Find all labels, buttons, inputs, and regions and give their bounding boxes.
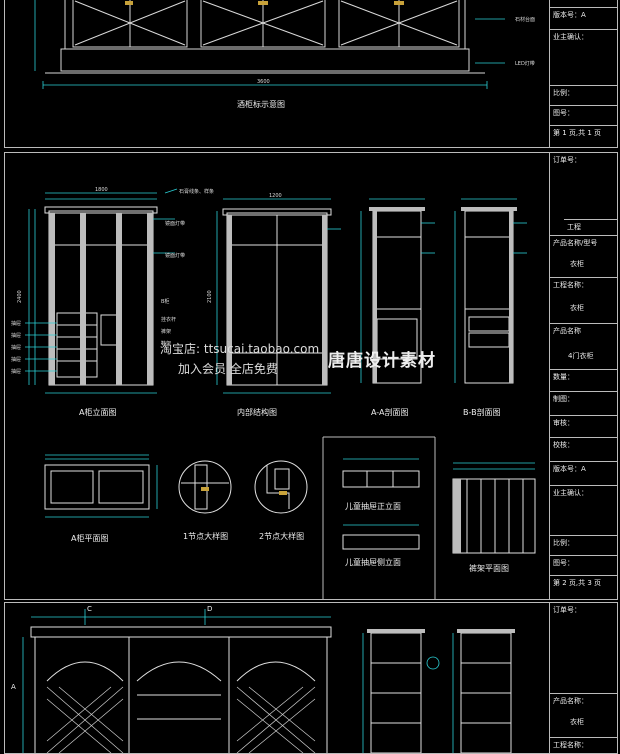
watermark-brand: 唐唐设计素材 <box>328 351 436 371</box>
drawing-sheet-2: 1800 2400 石膏线条、样条 镜面灯带 镜面灯带 抽屉 抽屉 抽屉 抽屉 … <box>4 152 618 600</box>
tb-drawing-no: 图号： <box>550 105 618 123</box>
tb-owner-confirm: 业主确认： <box>550 29 618 83</box>
svg-text:挂衣杆: 挂衣杆 <box>161 316 176 323</box>
tb-product-name-value: 衣柜 <box>570 718 584 726</box>
tb-page: 第 1 页,共 1 页 <box>550 125 618 147</box>
view-label-wine-cabinet: 酒柜标示意图 <box>237 100 285 109</box>
view-label-rack-plan: 裤架平面图 <box>469 564 509 573</box>
view-label-drawer-side: 儿童抽屉侧立面 <box>345 558 401 567</box>
tb-order-no: 订单号： <box>553 156 581 164</box>
svg-text:石材台面: 石材台面 <box>515 16 535 23</box>
dim-w2: 1200 <box>269 193 282 199</box>
svg-text:石膏线条、样条: 石膏线条、样条 <box>179 188 214 195</box>
tb-product-name-label: 产品名称/型号 <box>550 235 618 247</box>
section-mark-c: C <box>87 605 92 613</box>
title-block-sheet-1: 版本号：A 业主确认： 比例： 图号： 第 1 页,共 1 页 <box>549 0 618 147</box>
svg-text:B柜: B柜 <box>161 298 169 305</box>
svg-text:镜面灯带: 镜面灯带 <box>165 252 185 259</box>
side-mark-a: A <box>11 683 16 691</box>
dim-h1: 2400 <box>17 290 23 303</box>
svg-text:抽屉: 抽屉 <box>11 356 21 363</box>
section-mark-d: D <box>207 605 213 613</box>
view-label-section-b: B-B剖面图 <box>463 408 501 417</box>
view-label-plan: A柜平面图 <box>71 534 109 543</box>
tb-product-name2-value: 4门衣柜 <box>568 352 594 360</box>
tb-version: 版本号：A <box>550 461 618 485</box>
tb-page: 第 2 页,共 3 页 <box>550 575 618 599</box>
tb-owner-confirm: 业主确认： <box>550 485 618 535</box>
tb-order-no: 订单号： <box>553 606 581 614</box>
title-block-sheet-3: 订单号： 产品名称： 衣柜 工程名称： <box>549 603 618 753</box>
watermark-promo: 加入会员 全店免费 <box>178 362 278 376</box>
tb-project: 工程 <box>564 219 618 235</box>
tb-scale: 比例： <box>550 535 618 555</box>
tb-product-name-value: 衣柜 <box>570 260 584 268</box>
wardrobe-detail-drawings: 1800 2400 石膏线条、样条 镜面灯带 镜面灯带 抽屉 抽屉 抽屉 抽屉 … <box>11 187 536 599</box>
svg-text:鞋架: 鞋架 <box>161 340 171 347</box>
tb-checked: 校核： <box>550 437 618 461</box>
title-block-sheet-2: 订单号： 工程 产品名称/型号 衣柜 工程名称： 衣柜 产品名称 4门衣柜 数量… <box>549 153 618 599</box>
view-label-drawer-front: 儿童抽屉正立面 <box>345 502 401 511</box>
dim-h2: 2100 <box>207 290 213 303</box>
svg-text:抽屉: 抽屉 <box>11 332 21 339</box>
dim-top: 3600 <box>257 79 270 85</box>
wine-cabinet-elevation-drawing: 石材台面 LED灯带 3600 <box>34 0 535 89</box>
svg-text:LED灯带: LED灯带 <box>515 60 535 67</box>
tb-reviewed: 审核： <box>550 415 618 437</box>
view-label-node2: 2节点大样图 <box>259 532 305 541</box>
drawing-sheet-1: 石材台面 LED灯带 3600 酒柜标示意图 版本号：A 业主确认： 比例： 图… <box>4 0 618 148</box>
wine-cabinet-front-drawing <box>22 609 515 753</box>
view-label-inner: 内部结构图 <box>237 408 277 417</box>
drawing-sheet-3: C D A 订单号： 产品名称： 衣柜 工程名称： <box>4 602 618 754</box>
svg-text:裤架: 裤架 <box>161 328 171 335</box>
tb-product-name-label: 产品名称： <box>550 693 618 707</box>
watermark-shop: 淘宝店: ttsucai.taobao.com <box>160 342 320 356</box>
tb-qty: 数量： <box>550 369 618 391</box>
tb-scale: 比例： <box>550 85 618 103</box>
view-label-section-a: A-A剖面图 <box>371 408 409 417</box>
svg-text:镜面灯带: 镜面灯带 <box>165 220 185 227</box>
tb-product-name2-label: 产品名称 <box>550 323 618 337</box>
tb-project-name-value: 衣柜 <box>570 304 584 312</box>
tb-drawing-no: 图号： <box>550 555 618 575</box>
tb-drawn: 制图： <box>550 391 618 415</box>
tb-project: 工程名称： <box>550 737 618 753</box>
svg-text:抽屉: 抽屉 <box>11 344 21 351</box>
dim-w1: 1800 <box>95 187 108 193</box>
tb-version: 版本号：A <box>550 7 618 27</box>
tb-project-name-label: 工程名称： <box>550 277 618 291</box>
view-label-elevation: A柜立面图 <box>79 408 117 417</box>
view-label-node1: 1节点大样图 <box>183 532 229 541</box>
svg-text:抽屉: 抽屉 <box>11 368 21 375</box>
svg-text:抽屉: 抽屉 <box>11 320 21 327</box>
